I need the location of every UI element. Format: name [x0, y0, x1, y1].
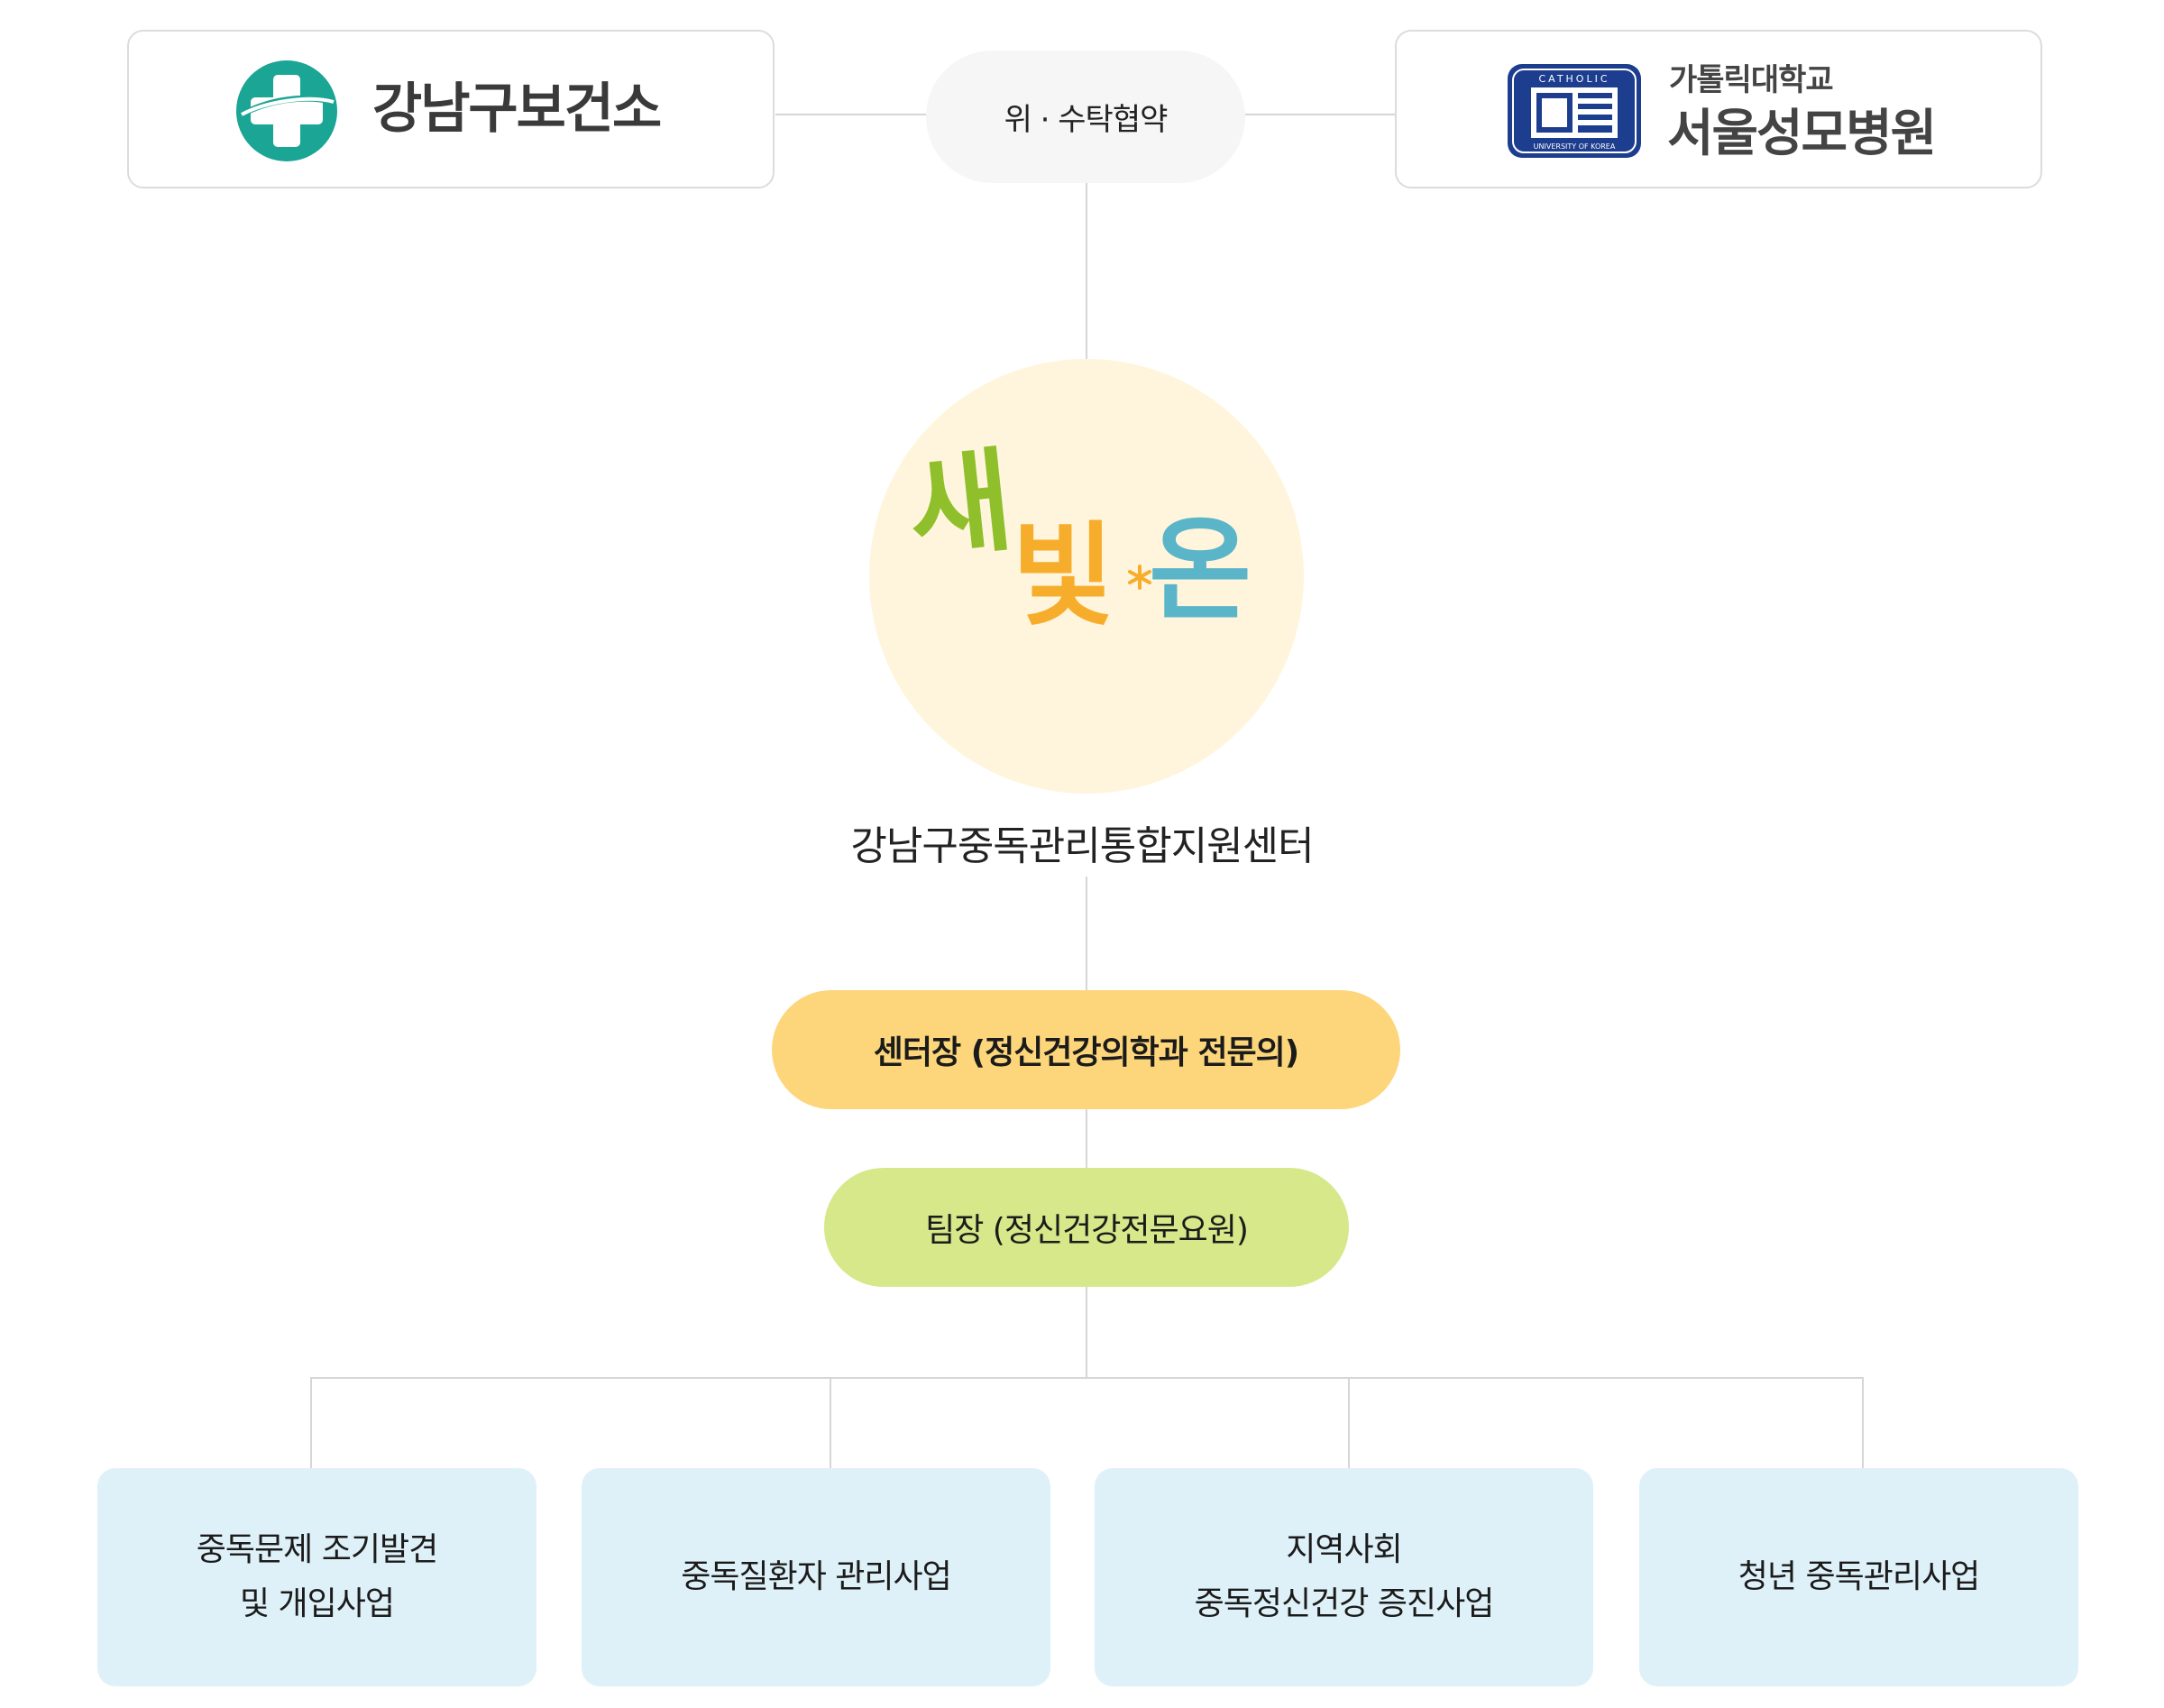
- center-name: 강남구중독관리통합지원센터: [850, 823, 1314, 869]
- catholic-university-emblem-icon: CATHOLIC UNIVERSITY OF KOREA: [1508, 64, 1641, 158]
- emblem-top-text: CATHOLIC: [1538, 73, 1609, 85]
- logo-syllable-2: 빛: [1012, 511, 1115, 641]
- emblem-bottom-text: UNIVERSITY OF KOREA: [1534, 142, 1616, 151]
- department-4-line-1: 청년 중독관리사업: [1738, 1558, 1980, 1595]
- agreement-label: 위 · 수탁협약: [926, 51, 1245, 183]
- connector-agreement-to-center: [1086, 183, 1087, 359]
- department-box-2: 중독질환자 관리사업: [582, 1468, 1050, 1686]
- connector-center-to-director: [1086, 877, 1087, 990]
- department-box-3: 지역사회 중독정신건강 증진사업: [1095, 1468, 1593, 1686]
- department-box-1: 중독문제 조기발견 및 개입사업: [97, 1468, 536, 1686]
- team-leader-role: 팀장 (정신건강전문요원): [824, 1168, 1349, 1287]
- partner-right-name-main: 서울성모병원: [1667, 105, 1937, 163]
- department-box-4: 청년 중독관리사업: [1639, 1468, 2078, 1686]
- partner-left-name: 강남구보건소: [372, 78, 662, 141]
- connector-department-bus: [310, 1377, 1863, 1379]
- connector-bus-to-dept-1: [310, 1377, 312, 1468]
- director-role: 센터장 (정신건강의학과 전문의): [772, 990, 1400, 1109]
- connector-director-to-leader: [1086, 1109, 1087, 1168]
- department-3-line-1: 지역사회: [1286, 1531, 1402, 1568]
- department-2-line-1: 중독질환자 관리사업: [681, 1558, 952, 1595]
- connector-agreement-to-right: [1244, 114, 1396, 115]
- department-1-line-2: 및 개입사업: [239, 1585, 395, 1622]
- center-logo-circle: 새 빛 온: [869, 359, 1304, 794]
- partner-left-box: 강남구보건소: [127, 30, 775, 188]
- connector-bus-to-dept-3: [1348, 1377, 1350, 1468]
- partner-right-name-top: 가톨릭대학교: [1669, 62, 1834, 98]
- department-3-line-2: 중독정신건강 증진사업: [1194, 1585, 1495, 1622]
- connector-bus-to-dept-2: [830, 1377, 831, 1468]
- connector-left-to-agreement: [775, 114, 927, 115]
- connector-leader-to-bus: [1086, 1287, 1087, 1378]
- department-1-line-1: 중독문제 조기발견: [196, 1531, 438, 1568]
- connector-bus-to-dept-4: [1862, 1377, 1864, 1468]
- star-icon: [1128, 565, 1151, 590]
- logo-syllable-3: 온: [1149, 506, 1252, 636]
- health-center-logo-icon: [236, 60, 337, 161]
- partner-right-box: CATHOLIC UNIVERSITY OF KOREA 가톨릭대학교 서울성모…: [1395, 30, 2042, 188]
- logo-syllable-1: 새: [902, 436, 1019, 576]
